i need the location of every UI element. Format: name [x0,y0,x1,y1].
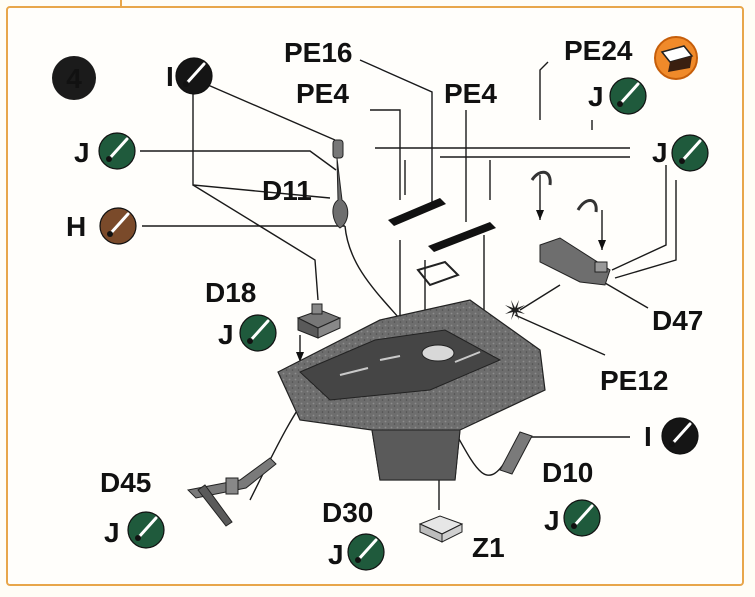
label-PE4-right: PE4 [444,78,497,109]
brush-tip-icon [617,101,623,107]
paint-brush-icon [680,139,702,163]
label-D10: D10 [542,457,593,488]
label-D47: D47 [652,305,703,336]
decal-PE4-right [428,222,496,252]
brush-tip-icon [107,231,113,237]
paint-code-label: J [74,137,90,168]
paint-code-label: J [328,539,344,570]
pad-part-Z1 [418,515,464,543]
brush-tip-icon [669,441,675,447]
label-D11: D11 [262,175,312,206]
paint-brush-icon [107,137,129,161]
brush-tip-icon [135,535,141,541]
brush-tip-icon [355,557,361,563]
paint-brush-icon [618,82,640,106]
lever-part-D45 [186,457,277,527]
paint-code-label: J [652,137,668,168]
paint-code-label: J [218,319,234,350]
paint-pot-j-d30: J [328,533,385,571]
paint-pot-j-right: J [652,134,709,172]
paint-pot-j-d10: J [544,499,601,537]
stick-part-D11 [332,139,349,229]
clip-parts-PE24 [530,170,598,213]
decal-icon [654,36,698,80]
brush-tip-icon [247,338,253,344]
paint-code-label: J [544,505,560,536]
label-Z1: Z1 [472,532,505,563]
paint-code-label: I [166,61,174,92]
label-D30: D30 [322,497,373,528]
paint-brush-icon [184,62,206,86]
step-number: 4 [66,63,82,94]
label-PE4-left: PE4 [296,78,349,109]
paint-brush-icon [136,516,158,540]
brush-tip-icon [106,156,112,162]
paint-pot-i-top: I [166,57,213,95]
paint-pot-i-right: I [644,417,699,455]
paint-code-label: J [104,517,120,548]
paint-pot-h-left: H [66,207,137,245]
brush-tip-icon [571,523,577,529]
brush-tip-icon [183,81,189,87]
brush-tip-icon [679,158,685,164]
label-PE12: PE12 [600,365,669,396]
decal-PE4-left [388,198,446,226]
frame-part-PE16 [416,260,460,287]
block-part-D18 [296,303,342,339]
paint-code-label: I [644,421,652,452]
label-PE24: PE24 [564,35,633,66]
paint-brush-icon [248,319,270,343]
star-part-PE12 [505,300,525,320]
step-badge: 4 [52,56,96,100]
paint-pot-j-d18: J [218,314,277,352]
label-D45: D45 [100,467,151,498]
paint-brush-icon [572,504,594,528]
paint-pot-j-left: J [74,132,136,170]
paint-brush-icon [108,212,130,236]
paint-brush-icon [356,538,378,562]
rail-part-D47 [539,237,611,286]
paint-pot-j-d45: J [104,511,165,549]
paint-code-label: J [588,81,604,112]
top-band [0,0,755,10]
paint-code-label: H [66,211,86,242]
frame-tick [120,0,122,10]
chassis-tub-part [277,299,546,481]
label-PE16: PE16 [284,37,353,68]
hose-part-D10 [499,431,533,475]
paint-brush-icon [670,422,692,446]
label-D18: D18 [205,277,256,308]
paint-pot-j-pe24: J [588,77,647,115]
